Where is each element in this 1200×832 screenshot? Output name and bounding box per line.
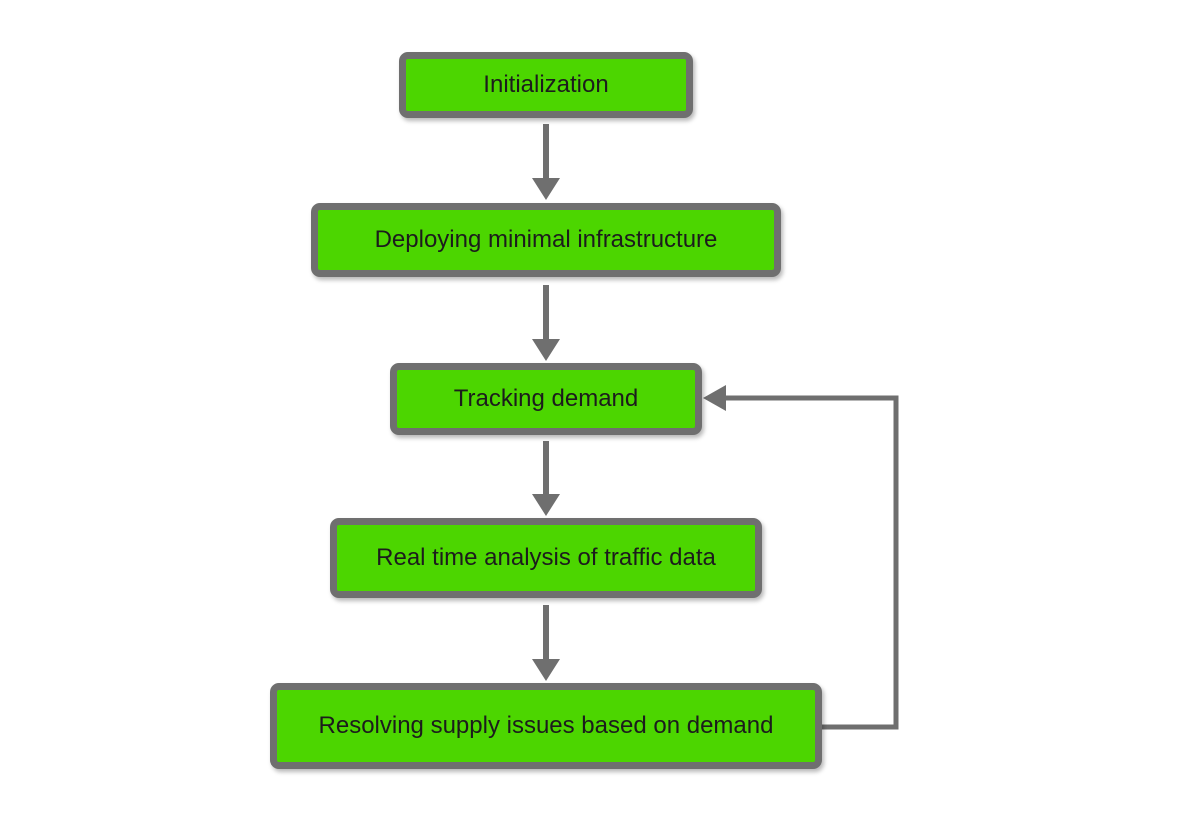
arrowhead-initialization-to-deploying: [532, 178, 560, 200]
step-analysis-label: Real time analysis of traffic data: [376, 544, 716, 571]
arrowhead-deploying-to-tracking: [532, 339, 560, 361]
step-tracking-label: Tracking demand: [453, 385, 639, 412]
arrowhead-resolving-to-tracking-loop: [703, 385, 726, 411]
step-deploying-minimal-infrastructure: Deploying minimal infrastructure: [311, 203, 781, 277]
arrowhead-tracking-to-analysis: [532, 494, 560, 516]
step-initialization-label: Initialization: [483, 71, 609, 98]
step-resolving-supply-issues: Resolving supply issues based on demand: [270, 683, 822, 769]
step-tracking-demand: Tracking demand: [390, 363, 702, 435]
edge-resolving-to-tracking-loop: [726, 395, 899, 730]
step-real-time-analysis: Real time analysis of traffic data: [330, 518, 762, 598]
step-deploying-label: Deploying minimal infrastructure: [374, 226, 718, 253]
arrowhead-analysis-to-resolving: [532, 659, 560, 681]
step-resolving-label: Resolving supply issues based on demand: [318, 712, 774, 739]
step-initialization: Initialization: [399, 52, 693, 118]
